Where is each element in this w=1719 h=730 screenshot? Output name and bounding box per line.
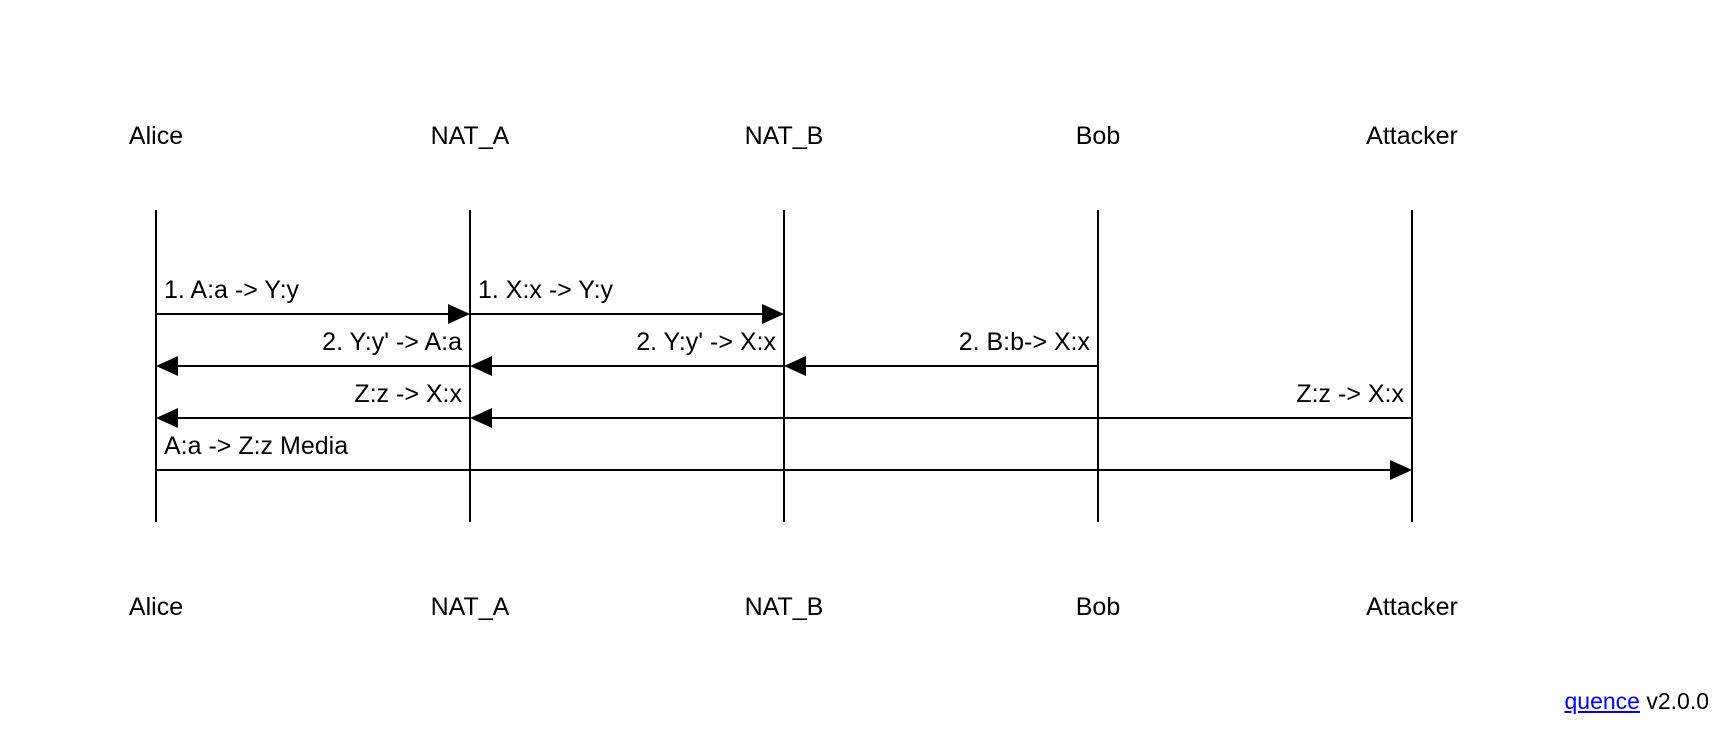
quence-link[interactable]: quence — [1564, 688, 1640, 714]
arrowhead-icon — [762, 304, 784, 324]
participant-attacker-top: Attacker — [1366, 122, 1458, 150]
arrowhead-icon — [1390, 460, 1412, 480]
participant-nat_b-top: NAT_B — [745, 122, 824, 150]
message-label: 2. Y:y' -> A:a — [322, 328, 462, 356]
participant-attacker-bottom: Attacker — [1366, 593, 1458, 621]
message-label: Z:z -> X:x — [1296, 380, 1404, 408]
participant-labels: AliceAliceNAT_ANAT_ANAT_BNAT_BBobBobAtta… — [129, 122, 1458, 621]
message-label: A:a -> Z:z Media — [164, 432, 348, 460]
participant-nat_b-bottom: NAT_B — [745, 593, 824, 621]
sequence-diagram: 1. A:a -> Y:y 1. X:x -> Y:y 2. Y:y' -> A:a… — [129, 122, 1458, 621]
message-label: 1. A:a -> Y:y — [164, 276, 300, 304]
message-8: A:a -> Z:z Media — [156, 432, 1412, 480]
arrowhead-icon — [470, 356, 492, 376]
message-7: Z:z -> X:x — [470, 380, 1412, 428]
message-5: 2. B:b-> X:x — [784, 328, 1098, 376]
message-label: 2. B:b-> X:x — [959, 328, 1091, 356]
messages: 1. A:a -> Y:y 1. X:x -> Y:y 2. Y:y' -> A:a… — [156, 276, 1412, 480]
participant-bob-bottom: Bob — [1076, 593, 1120, 621]
message-6: Z:z -> X:x — [156, 380, 470, 428]
message-1: 1. A:a -> Y:y — [156, 276, 470, 324]
participant-nat_a-top: NAT_A — [431, 122, 510, 150]
arrowhead-icon — [784, 356, 806, 376]
arrowhead-icon — [448, 304, 470, 324]
participant-nat_a-bottom: NAT_A — [431, 593, 510, 621]
participant-alice-top: Alice — [129, 122, 183, 150]
footer: quence v2.0.0 — [1564, 688, 1709, 715]
arrowhead-icon — [156, 408, 178, 428]
message-3: 2. Y:y' -> A:a — [156, 328, 470, 376]
arrowhead-icon — [156, 356, 178, 376]
version-text: v2.0.0 — [1646, 688, 1709, 714]
arrowhead-icon — [470, 408, 492, 428]
message-label: 2. Y:y' -> X:x — [636, 328, 776, 356]
message-2: 1. X:x -> Y:y — [470, 276, 784, 324]
participant-alice-bottom: Alice — [129, 593, 183, 621]
message-4: 2. Y:y' -> X:x — [470, 328, 784, 376]
message-label: Z:z -> X:x — [354, 380, 462, 408]
message-label: 1. X:x -> Y:y — [478, 276, 614, 304]
participant-bob-top: Bob — [1076, 122, 1120, 150]
